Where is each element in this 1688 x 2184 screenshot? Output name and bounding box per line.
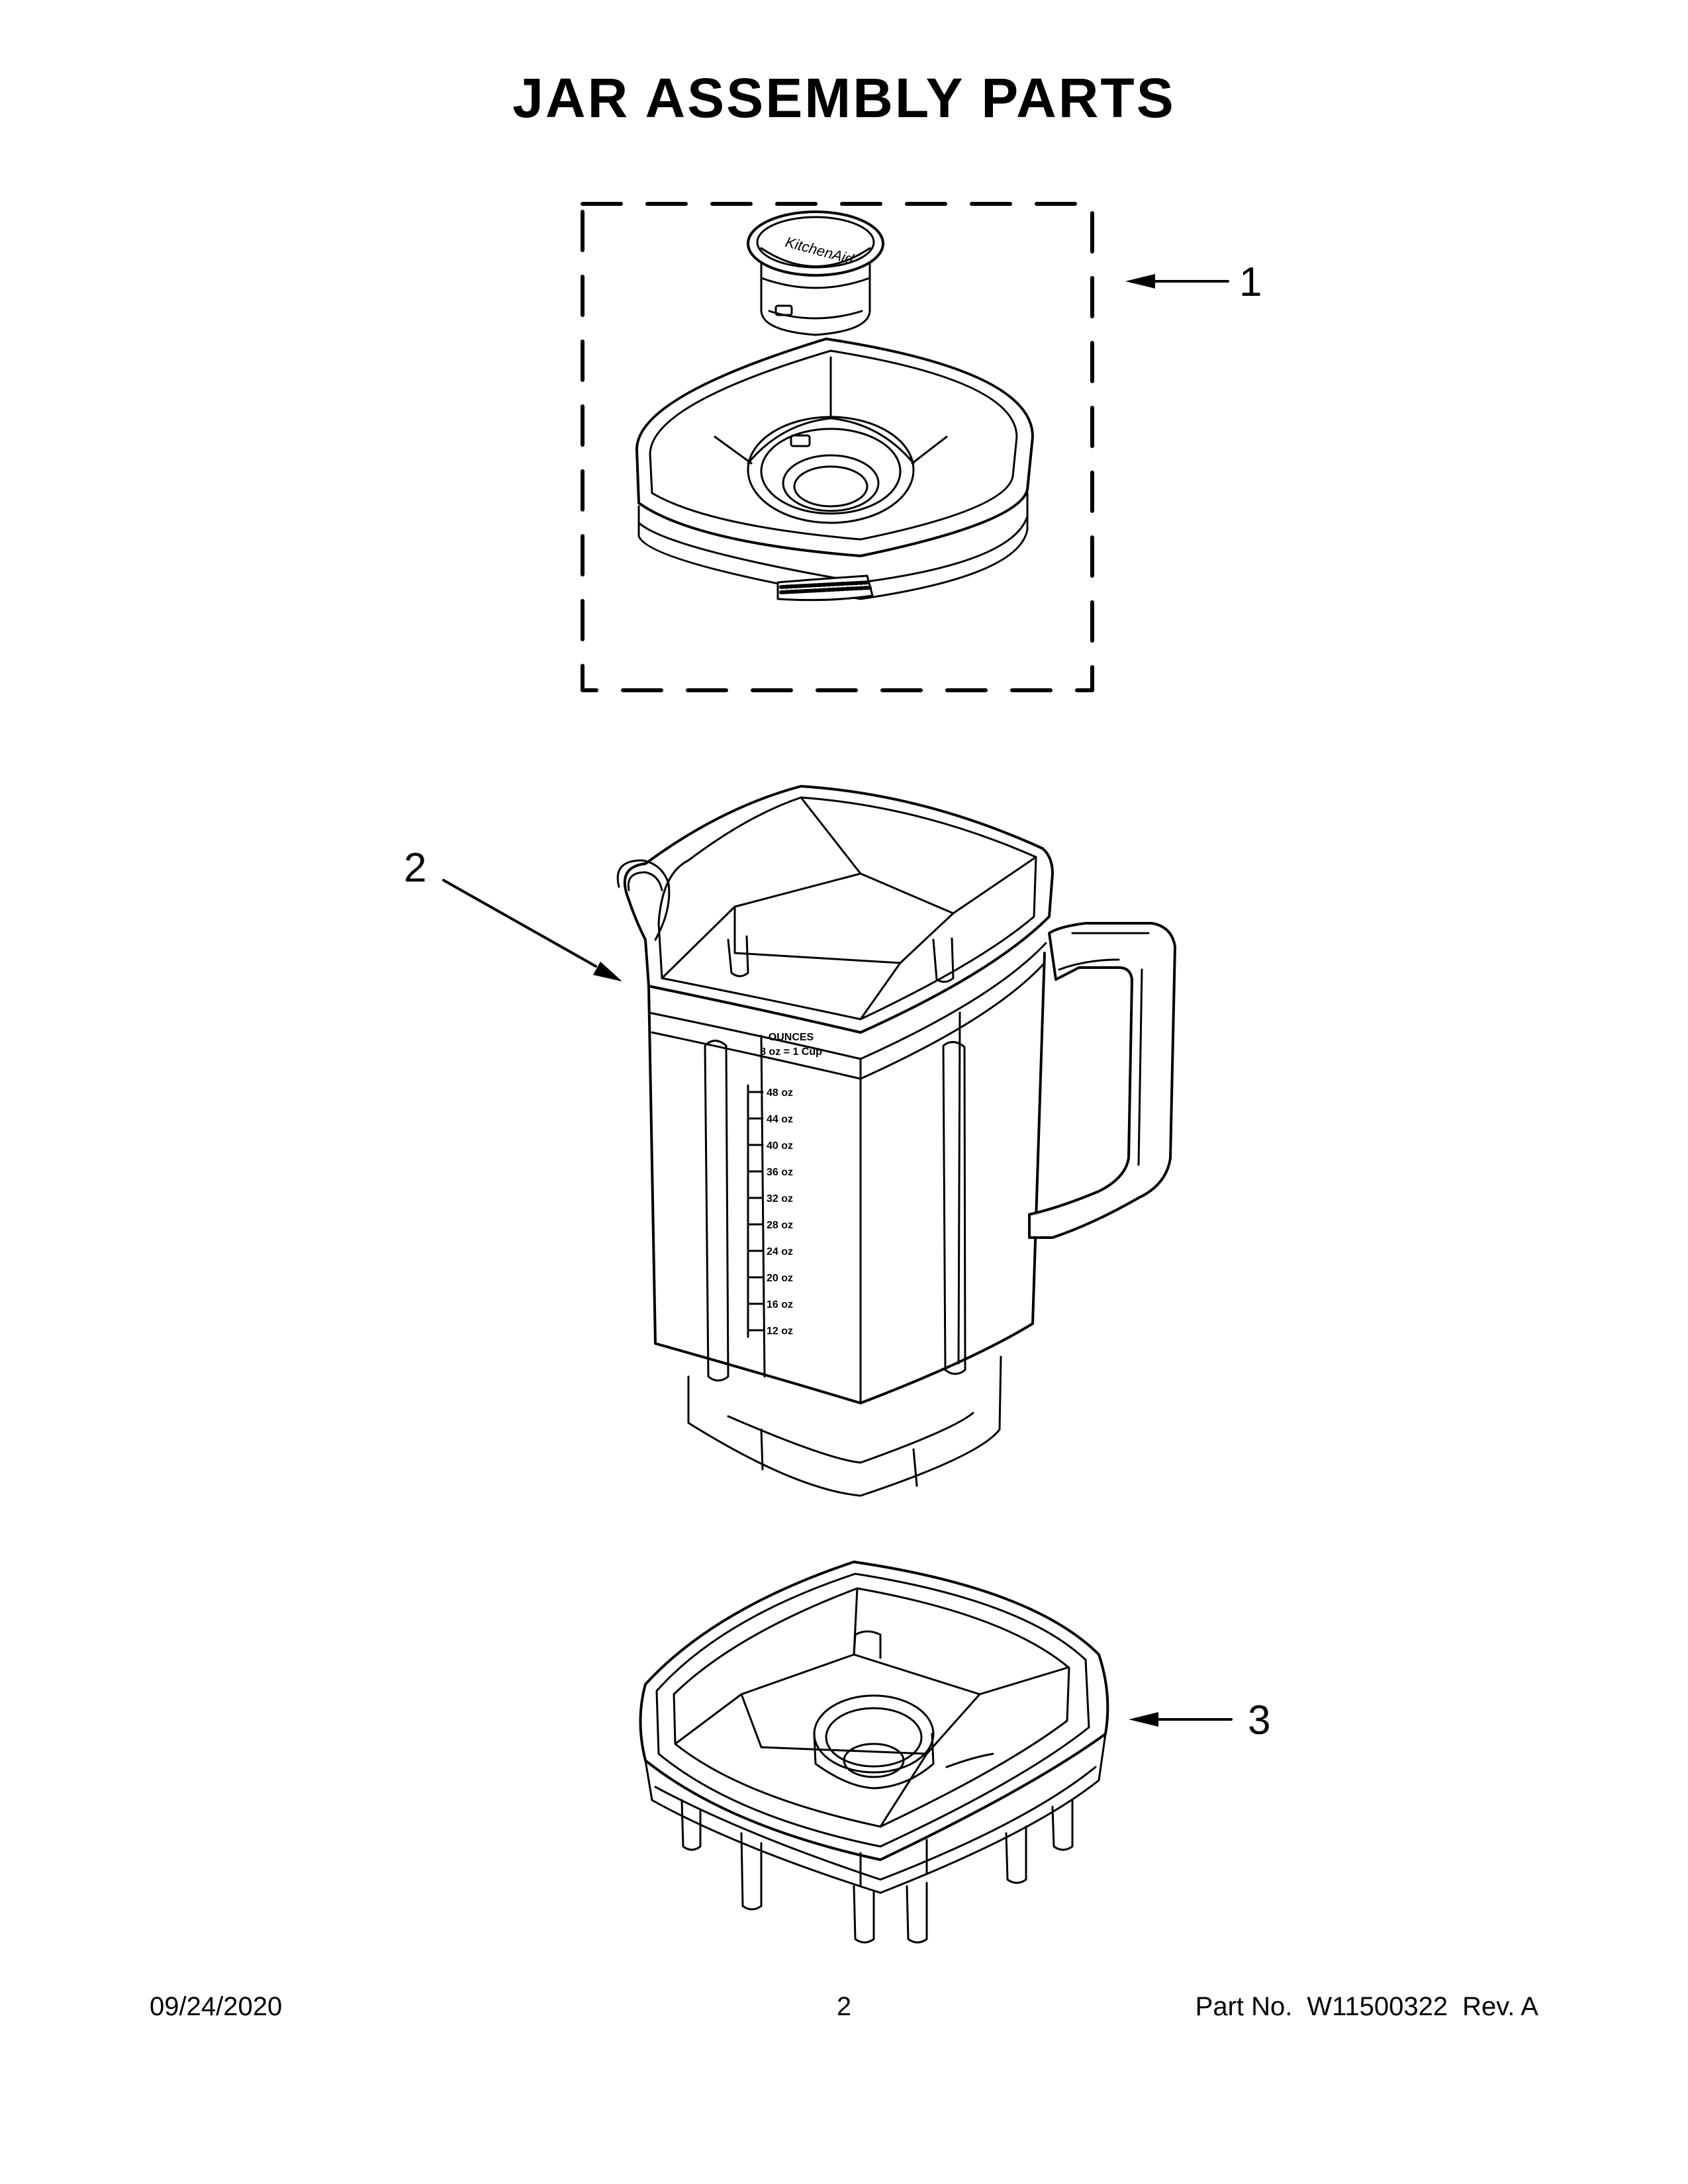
callout-3-number: 3 (1248, 1698, 1270, 1743)
jar-graduation: 24 oz (767, 1246, 793, 1257)
footer-part-no-label: Part No. (1195, 1992, 1293, 2021)
jar-marking-header: OUNCES (769, 1032, 814, 1043)
callout-2-number: 2 (404, 845, 426, 891)
jar-graduation: 48 oz (767, 1087, 793, 1099)
jar-base-part (639, 1561, 1109, 1944)
jar-group: OUNCES 8 oz = 1 Cup 48 oz 44 oz 40 oz 36… (404, 785, 1176, 1497)
callout-1-number: 1 (1239, 259, 1262, 305)
footer-part-no-value: W11500322 (1307, 1992, 1448, 2021)
jar-graduation: 44 oz (767, 1114, 793, 1125)
jar-graduation: 40 oz (767, 1140, 793, 1152)
callout-2-arrow (442, 879, 622, 981)
lid-cap-part: KitchenAid (747, 210, 884, 336)
footer-date: 09/24/2020 (150, 1992, 283, 2021)
lid-assembly-dashed-box (581, 202, 1094, 692)
jar-part (616, 785, 1176, 1497)
jar-graduation: 28 oz (767, 1220, 793, 1231)
lid-part (635, 338, 1034, 602)
jar-markings: OUNCES 8 oz = 1 Cup 48 oz 44 oz 40 oz 36… (760, 1032, 822, 1337)
callout-1-arrow (1125, 274, 1229, 289)
jar-marking-subheader: 8 oz = 1 Cup (760, 1046, 822, 1058)
footer-page-number: 2 (836, 1992, 852, 2021)
jar-graduation: 32 oz (767, 1193, 793, 1205)
jar-base-group: 3 (639, 1561, 1270, 1944)
footer-revision: Rev. A (1462, 1992, 1538, 2021)
jar-graduation: 36 oz (767, 1167, 793, 1178)
lid-assembly-group: KitchenAid (581, 202, 1262, 692)
jar-graduation: 16 oz (767, 1299, 793, 1310)
jar-graduation: 12 oz (767, 1326, 793, 1337)
jar-graduation: 20 oz (767, 1273, 793, 1284)
page-title: JAR ASSEMBLY PARTS (512, 67, 1176, 129)
footer-part-number: Part No. W11500322 Rev. A (1196, 1992, 1538, 2022)
callout-3-arrow (1129, 1712, 1233, 1727)
